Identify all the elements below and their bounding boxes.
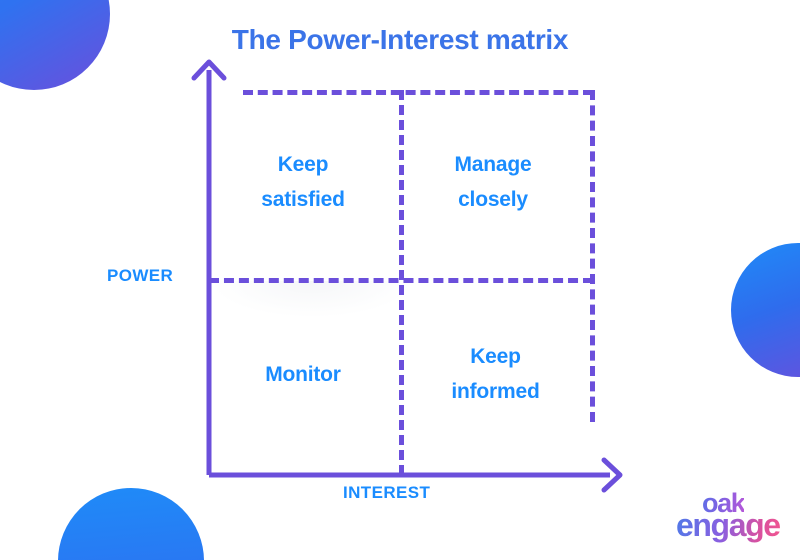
quadrant-label-monitor: Monitor — [228, 358, 378, 393]
quadrant-label-line-1: Manage — [454, 153, 532, 176]
quadrant-label-keep-informed: Keep informed — [418, 340, 573, 409]
x-axis-title: INTEREST — [343, 483, 431, 502]
grid-line-right — [590, 90, 595, 422]
y-axis-title: POWER — [107, 266, 174, 285]
grid-line-top — [243, 90, 593, 95]
quadrant-label-line-2: closely — [458, 187, 528, 211]
quadrant-label-line-2: satisfied — [261, 187, 345, 211]
oak-engage-logo: oak engage — [676, 488, 794, 544]
logo-word-engage: engage — [676, 507, 781, 543]
x-axis-arrowhead — [601, 457, 623, 493]
quadrant-label-line-1: Keep — [277, 153, 329, 176]
grid-line-center-vertical — [399, 90, 404, 475]
y-axis-arrowhead — [191, 59, 227, 81]
quadrant-label-manage-closely: Manage closely — [418, 148, 568, 217]
quadrant-label-line-1: Monitor — [265, 363, 341, 386]
quadrant-label-keep-satisfied: Keep satisfied — [228, 148, 378, 217]
page-title: The Power-Interest matrix — [231, 24, 569, 55]
quadrant-label-line-1: Keep — [470, 345, 521, 368]
quadrant-label-line-2: informed — [451, 379, 540, 403]
logo-word-oak: oak — [702, 488, 746, 518]
